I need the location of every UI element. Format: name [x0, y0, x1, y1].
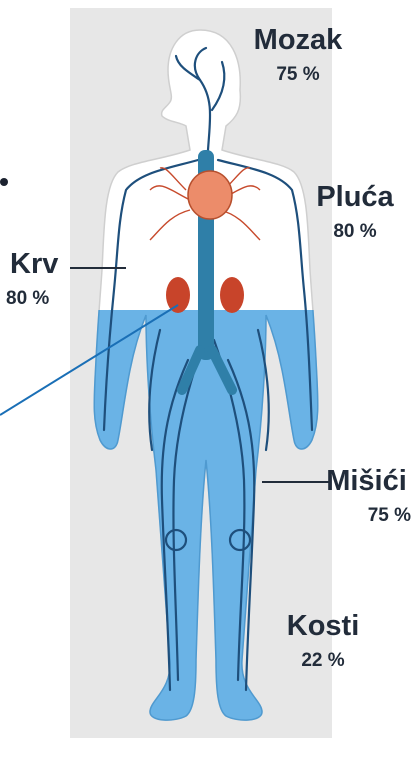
label-mozak-name: Mozak: [238, 26, 358, 55]
label-pluca-name: Pluća: [300, 183, 410, 212]
heart: [188, 171, 232, 219]
label-krv-name: Krv: [0, 250, 70, 279]
kidney-left: [166, 277, 190, 313]
marker-dot: [0, 178, 8, 186]
label-kosti-name: Kosti: [268, 612, 378, 641]
kidney-right: [220, 277, 244, 313]
label-misici: Mišići 75 %: [318, 467, 415, 525]
label-kosti-percent: 22 %: [268, 651, 378, 670]
label-pluca-percent: 80 %: [300, 222, 410, 241]
label-krv-percent: 80 %: [0, 289, 70, 308]
label-misici-name: Mišići: [318, 467, 415, 496]
label-mozak-percent: 75 %: [238, 65, 358, 84]
label-mozak: Mozak 75 %: [238, 26, 358, 84]
label-misici-percent: 75 %: [318, 506, 415, 525]
label-krv: Krv 80 %: [0, 250, 70, 308]
label-pluca: Pluća 80 %: [300, 183, 410, 241]
label-kosti: Kosti 22 %: [268, 612, 378, 670]
